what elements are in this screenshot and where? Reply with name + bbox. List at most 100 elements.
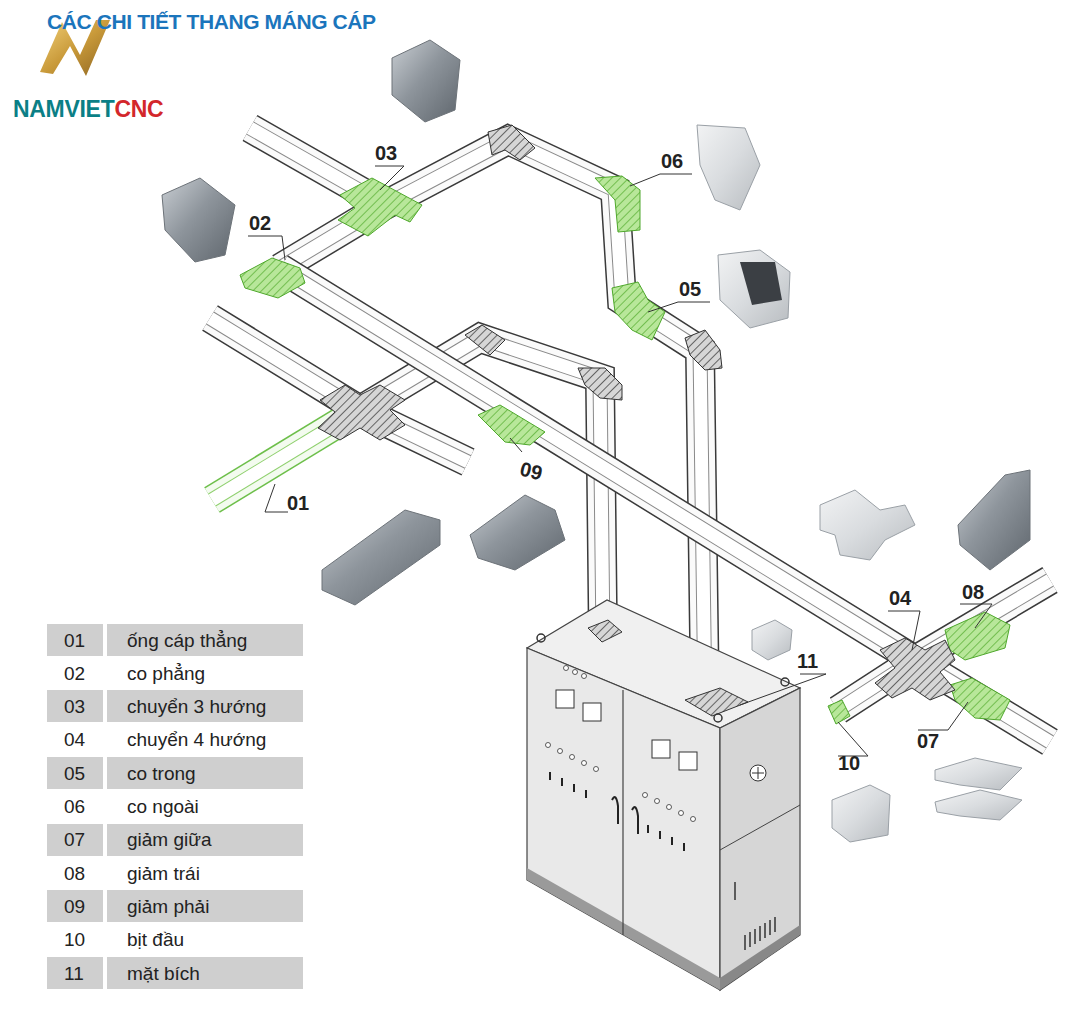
table-number: 09 [64, 890, 85, 923]
table-cell: bịt đầu [127, 923, 184, 956]
table-number: 06 [64, 790, 85, 823]
straight-tray-photo [322, 510, 440, 605]
lamp [691, 817, 696, 822]
reducer-photo [935, 758, 1022, 790]
leader-line [918, 702, 968, 730]
table-bands [47, 624, 303, 989]
table-number: 05 [64, 757, 85, 790]
fan-symbol [750, 765, 766, 781]
table-band [107, 824, 303, 856]
table-band [107, 624, 303, 656]
vent-slot [759, 926, 761, 941]
table-cell: chuyển 3 hướng [127, 690, 266, 723]
leader-line [740, 674, 826, 705]
lifting-eye [714, 714, 722, 722]
door-seam [622, 690, 623, 935]
leader-line [265, 484, 288, 512]
end-cap [828, 700, 850, 724]
flange [685, 688, 748, 716]
table-number: 02 [64, 657, 85, 690]
elbow-fitting [488, 125, 535, 160]
door-handle [632, 807, 638, 834]
table-cell: chuyển 4 hướng [127, 723, 266, 756]
meter-dial [652, 740, 670, 758]
table-band [107, 957, 303, 989]
lamp [667, 805, 672, 810]
leader-line [375, 166, 404, 190]
button [561, 778, 563, 786]
cable-tray [250, 128, 1050, 742]
flange [588, 620, 622, 642]
table-number: 08 [64, 857, 85, 890]
tee-photo [392, 40, 460, 122]
inside-elbow [612, 282, 665, 340]
panel-seam [720, 805, 800, 850]
table-number: 07 [64, 823, 85, 856]
inside-elbow-photo [740, 262, 782, 305]
indicator-lamps [546, 666, 696, 822]
table-band [47, 890, 103, 922]
callout-number: 04 [889, 587, 911, 610]
table-number: 04 [64, 723, 85, 756]
callout-number: 01 [287, 492, 309, 515]
table-number: 03 [64, 690, 85, 723]
table-number: 10 [64, 923, 85, 956]
table-band [107, 757, 303, 789]
vent-slot [774, 917, 776, 932]
vent-grille [735, 882, 775, 950]
table-number: 01 [64, 624, 85, 657]
lamp [558, 749, 563, 754]
logo-text: NAMVIET [13, 96, 114, 123]
table-band [47, 824, 103, 856]
cabinet-side [720, 688, 800, 990]
cross-photo [820, 490, 915, 560]
lamp [594, 767, 599, 772]
flat-elbow [240, 258, 305, 298]
left-reducer [945, 612, 1010, 660]
lamp [582, 761, 587, 766]
vent-slot [769, 920, 771, 935]
vent-slot [734, 882, 736, 900]
table-cell: giảm trái [127, 857, 200, 890]
lamp [564, 666, 569, 671]
callout-number: 07 [917, 730, 939, 753]
meter-dial [583, 703, 601, 721]
vent-slot [754, 929, 756, 944]
cabinet-plinth [720, 925, 800, 990]
lamp [582, 674, 587, 679]
tee-fitting [338, 178, 422, 236]
cable-tray [250, 128, 1050, 742]
elbow-fitting [465, 325, 505, 355]
lifting-eye [781, 678, 789, 686]
callout-number: 06 [661, 150, 683, 173]
lamp [643, 793, 648, 798]
callout-number: 11 [797, 650, 818, 673]
table-cell: co phẳng [127, 657, 205, 690]
elbow-fitting [578, 368, 622, 400]
leader-line [888, 611, 920, 650]
elbow-photo [162, 178, 235, 262]
center-reducer [950, 678, 1010, 720]
callout-number: 08 [962, 581, 984, 604]
button [549, 772, 551, 780]
end-cap-photo [752, 620, 792, 660]
lifting-eye [537, 634, 545, 642]
fan-symbol [752, 767, 764, 779]
table-band [47, 624, 103, 656]
cross-fitting [318, 385, 405, 440]
lamp [679, 811, 684, 816]
page-title: CÁC CHI TIẾT THANG MÁNG CÁP [47, 10, 376, 34]
reducer-photo [470, 495, 565, 570]
reducer-photo [958, 470, 1030, 570]
leader-line [960, 604, 992, 628]
table-cell: ống cáp thẳng [127, 624, 247, 657]
elbow-fitting [685, 330, 722, 370]
callout-number: 10 [838, 752, 860, 775]
lamp [546, 743, 551, 748]
leader-line [510, 438, 522, 452]
meter-dial [556, 690, 574, 708]
table-cell: mặt bích [127, 957, 200, 990]
inside-elbow-photo [718, 250, 790, 328]
